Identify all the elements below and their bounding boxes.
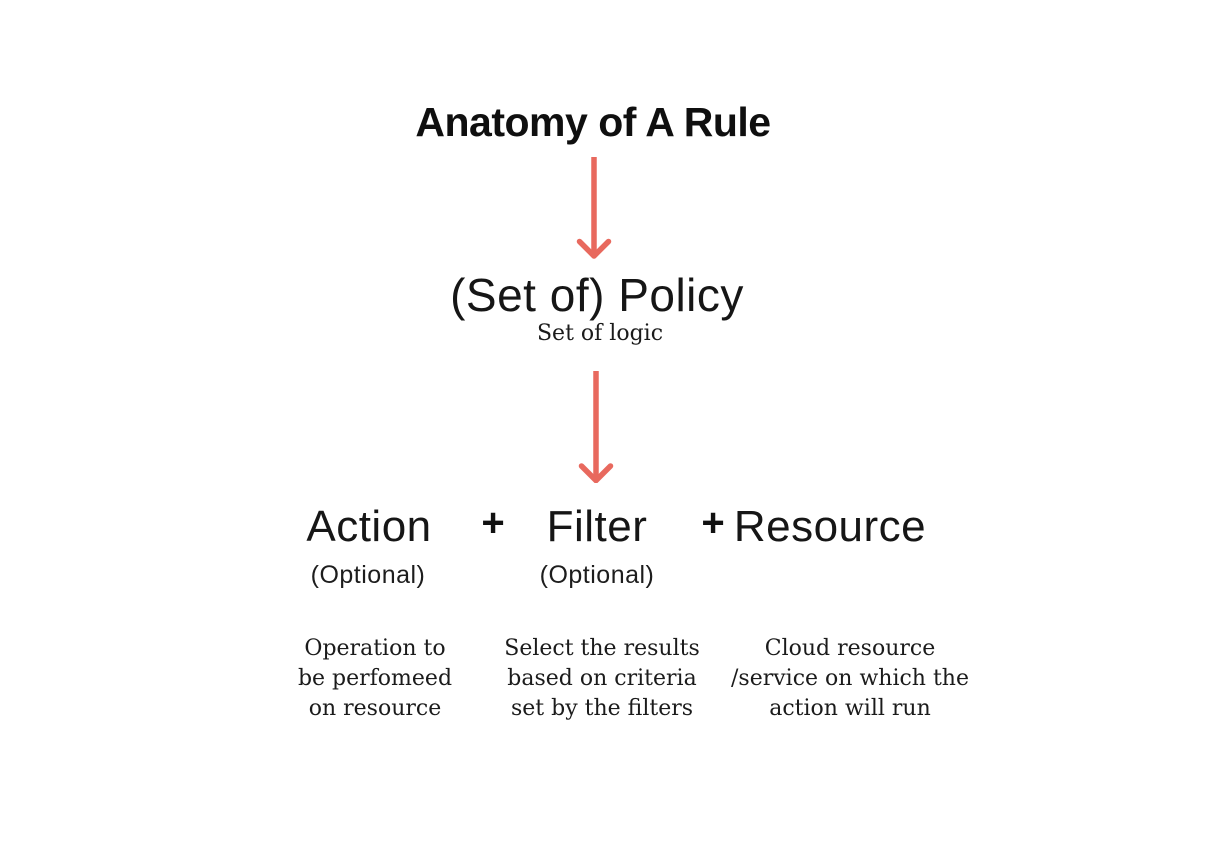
down-arrow-icon xyxy=(576,157,612,259)
action-description: Operation to be perfomeed on resource xyxy=(297,636,453,721)
plus-sign: + xyxy=(481,501,505,545)
part-label-filter: Filter xyxy=(546,502,648,551)
policy-label: (Set of) Policy xyxy=(450,269,744,321)
policy-subtitle: Set of logic xyxy=(536,321,664,346)
filter-optional-note: (Optional) xyxy=(539,561,655,589)
diagram-title: Anatomy of A Rule xyxy=(415,99,771,145)
down-arrow-icon xyxy=(578,371,614,483)
filter-description: Select the results based on criteria set… xyxy=(504,636,700,721)
part-label-action: Action xyxy=(306,502,432,551)
action-optional-note: (Optional) xyxy=(310,561,426,589)
resource-description: Cloud resource /service on which the act… xyxy=(731,636,969,721)
plus-sign: + xyxy=(701,501,725,545)
part-label-resource: Resource xyxy=(733,502,927,551)
